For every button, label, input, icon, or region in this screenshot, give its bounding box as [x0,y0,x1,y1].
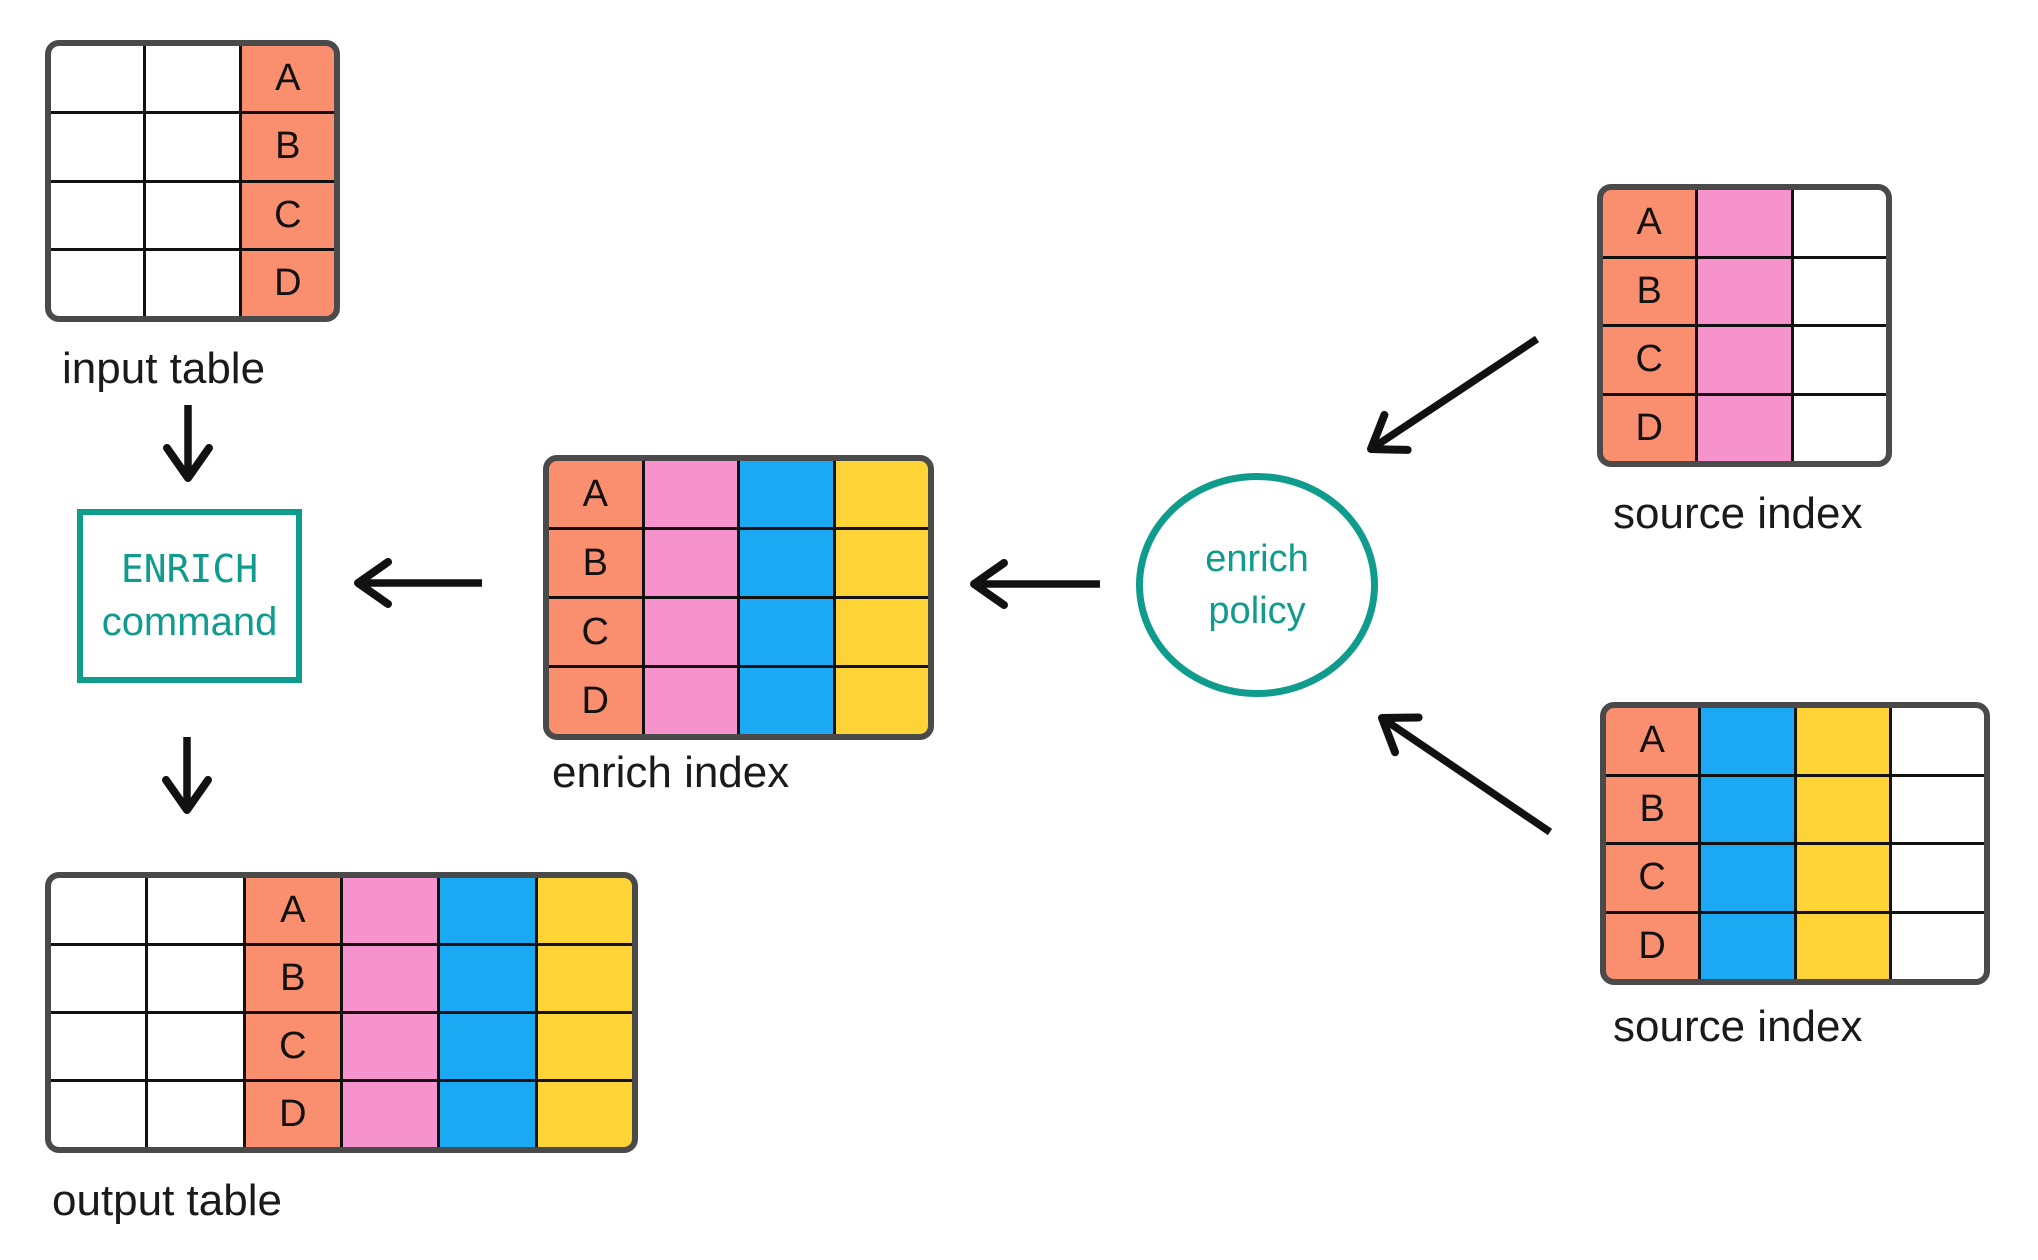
table-cell [740,668,833,734]
table-cell [740,461,833,527]
key-cell: D [245,1082,340,1147]
table-cell [343,1082,438,1147]
table-cell [644,599,737,665]
key-cell: D [549,668,642,734]
table-cell [343,946,438,1011]
table-cell [146,182,239,248]
table-cell [1796,776,1889,842]
table-cell [146,114,239,180]
table-cell [1891,776,1984,842]
key-cell: A [245,878,340,943]
table-cell [1796,913,1889,979]
table-cell [1891,845,1984,911]
key-cell: B [1603,258,1696,324]
table-cell [1701,845,1794,911]
key-cell: B [245,946,340,1011]
key-cell: A [1603,190,1696,256]
table-cell [146,250,239,316]
table-cell [537,946,632,1011]
table-cell [835,668,928,734]
table-cell [1793,395,1886,461]
key-cell: D [241,250,334,316]
table-cell [1701,913,1794,979]
table-cell [1793,190,1886,256]
table-cell [51,1082,146,1147]
key-cell: C [549,599,642,665]
table-cell [343,1014,438,1079]
table-cell [1698,258,1791,324]
table-cell [1793,327,1886,393]
table-cell [51,1014,146,1079]
key-cell: A [241,46,334,112]
table-cell [440,946,535,1011]
key-cell: B [549,530,642,596]
table-cell [537,1082,632,1147]
table-cell [1796,708,1889,774]
source-index-top-label: source index [1613,489,1863,538]
table-cell [148,1082,243,1147]
table-cell [51,250,144,316]
table-cell [1698,190,1791,256]
table-cell [835,461,928,527]
table-cell [740,530,833,596]
table-cell [835,530,928,596]
key-cell: A [1606,708,1699,774]
table-cell [1796,845,1889,911]
key-cell: C [1606,845,1699,911]
table-cell [1701,708,1794,774]
table-cell [537,878,632,943]
table-cell [1793,258,1886,324]
table-cell [146,46,239,112]
arrow-source-bottom-to-policy [1378,713,1553,836]
key-cell: C [1603,327,1696,393]
table-cell [1891,913,1984,979]
table-cell [1698,395,1791,461]
table-cell [537,1014,632,1079]
table-cell [440,1014,535,1079]
table-cell [343,878,438,943]
table-cell [440,1082,535,1147]
key-cell: C [245,1014,340,1079]
output-table-label: output table [52,1176,282,1225]
key-cell: D [1606,913,1699,979]
key-cell: A [549,461,642,527]
table-cell [835,599,928,665]
enrich-index-label: enrich index [552,748,790,797]
table-cell [51,46,144,112]
key-cell: D [1603,395,1696,461]
table-cell [148,946,243,1011]
table-cell [1698,327,1791,393]
table-cell [644,461,737,527]
table-cell [148,878,243,943]
source-index-bottom-label: source index [1613,1002,1863,1051]
table-cell [148,1014,243,1079]
table-cell [740,599,833,665]
input-table-label: input table [62,344,266,393]
key-cell: B [241,114,334,180]
enrich-policy-line1: enrich [1205,538,1309,580]
enrich-policy-line2: policy [1208,590,1306,632]
table-cell [644,530,737,596]
table-cell [51,114,144,180]
arrow-source-top-to-policy [1367,335,1540,454]
enrich-policy-node: enrich policy [1136,473,1378,697]
enrich-command-word: command [101,600,278,644]
table-cell [1701,776,1794,842]
enrich-command-keyword: ENRICH [120,547,259,591]
key-cell: B [1606,776,1699,842]
table-cell [440,878,535,943]
table-cell [51,182,144,248]
table-cell [1891,708,1984,774]
table-cell [51,878,146,943]
key-cell: C [241,182,334,248]
table-cell [644,668,737,734]
table-cell [51,946,146,1011]
enrich-command-node: ENRICH command [77,509,302,683]
